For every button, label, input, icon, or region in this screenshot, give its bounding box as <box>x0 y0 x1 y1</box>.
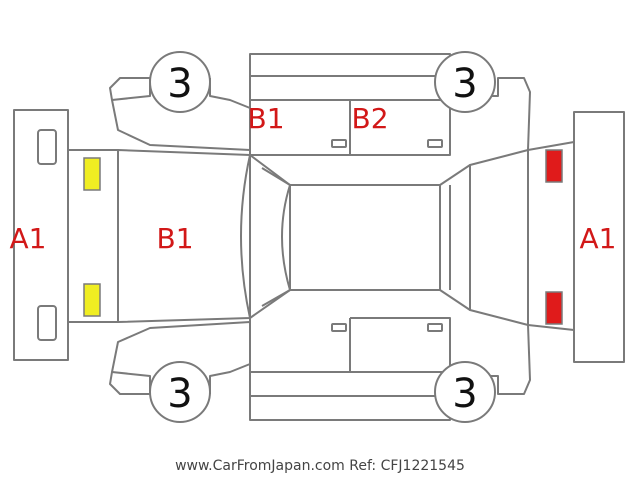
lower-front-door-handle <box>331 323 347 332</box>
upper-roof-rail <box>249 75 451 101</box>
upper-mirror-strip <box>249 53 451 77</box>
lower-roof-rail <box>249 371 451 397</box>
wheel-rear-bottom-label: 3 <box>452 371 477 417</box>
upper-rear-door <box>350 99 451 156</box>
rear-panel <box>527 141 575 331</box>
wheel-rear-bottom <box>434 361 496 423</box>
upper-rear-door-handle <box>427 139 443 148</box>
wheel-rear-top <box>434 51 496 113</box>
headlight-bottom <box>83 283 101 317</box>
roof-panel <box>281 184 441 291</box>
rear-window <box>439 164 471 311</box>
upper-front-door-handle <box>331 139 347 148</box>
front-bumper-notch-top <box>37 129 57 165</box>
hood-code: B1 <box>156 222 193 255</box>
rear-bumper-code: A1 <box>580 222 617 255</box>
front-bumper-code: A1 <box>10 222 47 255</box>
taillight-bottom <box>545 291 563 325</box>
wheel-front-bottom-label: 3 <box>167 371 192 417</box>
wheel-front-top <box>149 51 211 113</box>
upper-front-door <box>249 100 351 156</box>
reference-footer: www.CarFromJapan.com Ref: CFJ1221545 <box>175 458 465 474</box>
taillight-top <box>545 149 563 183</box>
wheel-front-top-label: 3 <box>167 61 192 107</box>
lower-rear-door-handle <box>427 323 443 332</box>
car-body-topdown <box>67 141 575 331</box>
lower-front-door <box>249 318 351 373</box>
wheel-front-bottom <box>149 361 211 423</box>
front-door-upper-code: B1 <box>247 102 284 135</box>
rear-door-upper-code: B2 <box>351 102 388 135</box>
headlight-top <box>83 157 101 191</box>
lower-rear-door <box>350 317 451 373</box>
front-bumper-notch-bottom <box>37 305 57 341</box>
front-bumper <box>13 109 69 361</box>
trunk-panel <box>469 149 529 326</box>
wheel-rear-top-label: 3 <box>452 61 477 107</box>
lower-mirror-strip <box>249 395 451 421</box>
